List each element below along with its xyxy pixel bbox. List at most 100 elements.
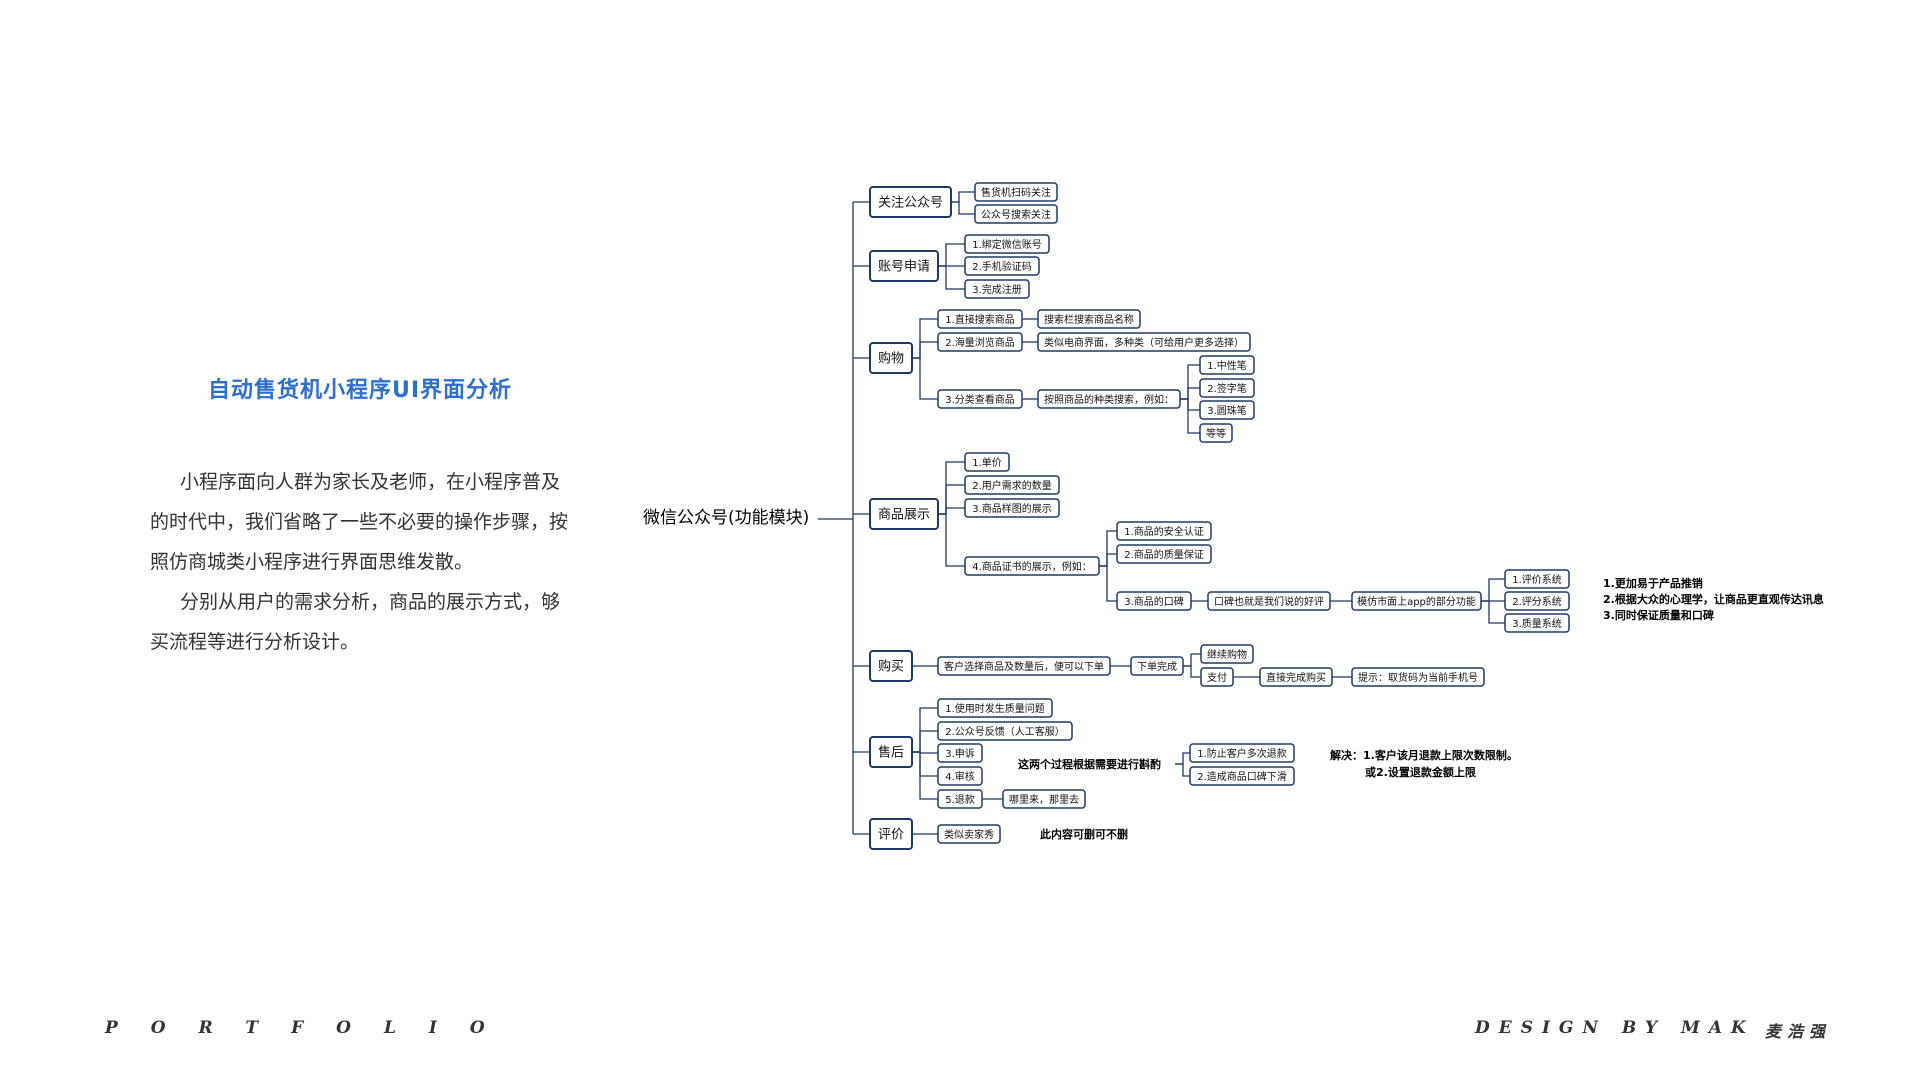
display-system-1: 1.评价系统: [1504, 569, 1570, 589]
buy-order-complete-label: 下单完成: [1137, 660, 1177, 673]
refund-rule-1: 1.防止客户多次退款: [1189, 743, 1295, 763]
shop-category-example-3: 3.圆珠笔: [1199, 400, 1255, 420]
shop-category-example-3-label: 3.圆珠笔: [1207, 404, 1247, 417]
display-cert-2-label: 2.商品的质量保证: [1124, 548, 1204, 561]
connector-line: [1481, 578, 1505, 602]
shop-item-3-label: 3.分类查看商品: [945, 393, 1015, 406]
process-note: 这两个过程根据需要进行斟酌: [1018, 757, 1161, 771]
display-reputation-desc: 口碑也就是我们说的好评: [1207, 591, 1331, 611]
display-item-3-label: 3.商品样图的展示: [972, 502, 1052, 515]
benefit-note-1: 1.更加易于产品推销: [1603, 576, 1703, 590]
shop-category-example-4: 等等: [1199, 423, 1233, 443]
display-system-2-label: 2.评分系统: [1512, 595, 1562, 608]
buy-select-order: 客户选择商品及数量后，便可以下单: [937, 656, 1111, 676]
display-system-2: 2.评分系统: [1504, 591, 1570, 611]
buy-select-order-label: 客户选择商品及数量后，便可以下单: [944, 660, 1104, 673]
branch-6-label: 售后: [878, 745, 904, 761]
shop-item-2-label: 2.海量浏览商品: [945, 336, 1015, 349]
display-cert-3: 3.商品的口碑: [1116, 591, 1192, 611]
review-note: 此内容可删可不删: [1040, 827, 1128, 841]
shop-item-1-label: 1.直接搜索商品: [945, 313, 1015, 326]
shop-search-desc: 搜索栏搜索商品名称: [1037, 309, 1141, 329]
display-cert-2: 2.商品的质量保证: [1116, 544, 1212, 564]
branch-1: 关注公众号: [869, 186, 952, 218]
connector-line: [912, 730, 938, 753]
account-item-1: 1.绑定微信账号: [964, 234, 1050, 254]
connector-line: [1183, 665, 1201, 678]
connector-line: [938, 461, 965, 515]
display-item-4: 4.商品证书的展示，例如：: [964, 556, 1100, 576]
account-item-2: 2.手机验证码: [964, 256, 1040, 276]
shop-item-3: 3.分类查看商品: [937, 389, 1023, 409]
connector-line: [1175, 763, 1190, 777]
branch-6: 售后: [869, 736, 913, 768]
display-item-1-label: 1.单价: [972, 457, 1002, 469]
branch-7: 评价: [869, 818, 913, 850]
shop-category-desc-label: 按照商品的种类搜索，例如：: [1044, 393, 1174, 406]
buy-pickup-tip-label: 提示：取货码为当前手机号: [1358, 671, 1478, 684]
display-item-4-label: 4.商品证书的展示，例如：: [972, 560, 1092, 573]
refund-rule-2-label: 2.造成商品口碑下滑: [1197, 770, 1287, 783]
branch-4-label: 商品展示: [878, 508, 930, 523]
aftersale-item-4: 4.审核: [937, 766, 983, 786]
display-cert-1: 1.商品的安全认证: [1116, 521, 1212, 541]
display-app-feature-label: 模仿市面上app的部分功能: [1357, 595, 1476, 608]
branch-4: 商品展示: [869, 498, 939, 530]
connector-line: [1099, 530, 1117, 567]
connector-line: [1183, 653, 1201, 667]
footer-design-credit: DESIGN BY MAK: [1475, 1018, 1755, 1038]
branch-2: 账号申请: [869, 250, 939, 282]
aftersale-item-4-label: 4.审核: [945, 770, 975, 783]
aftersale-item-3: 3.申诉: [937, 743, 983, 763]
account-item-3-label: 3.完成注册: [972, 283, 1022, 296]
aftersale-item-5-label: 5.退款: [945, 793, 975, 806]
branch-5: 购买: [869, 650, 913, 682]
connector-line: [1180, 398, 1200, 434]
buy-order-complete: 下单完成: [1130, 656, 1184, 676]
connector-line: [912, 357, 938, 400]
follow-item-1: 售货机扫码关注: [974, 182, 1058, 202]
aftersale-item-1: 1.使用时发生质量问题: [937, 698, 1053, 718]
account-item-1-label: 1.绑定微信账号: [972, 238, 1042, 251]
follow-item-2: 公众号搜索关注: [974, 204, 1058, 224]
shop-category-example-1: 1.中性笔: [1199, 355, 1255, 375]
connector-line: [912, 707, 938, 753]
connector-line: [938, 513, 965, 567]
connector-line: [938, 265, 965, 290]
shop-item-2: 2.海量浏览商品: [937, 332, 1023, 352]
shop-category-example-2: 2.签字笔: [1199, 378, 1255, 398]
display-system-3-label: 3.质量系统: [1512, 617, 1562, 630]
connector-line: [951, 201, 975, 215]
buy-payment: 支付: [1200, 667, 1234, 687]
aftersale-item-2-label: 2.公众号反馈（人工客服）: [945, 725, 1065, 738]
footer-portfolio: PORTFOLIO: [105, 1018, 518, 1038]
buy-purchase-complete-label: 直接完成购买: [1266, 671, 1326, 684]
intro-paragraph-2: 分别从用户的需求分析，商品的展示方式，够买流程等进行分析设计。: [150, 591, 561, 653]
shop-category-example-4-label: 等等: [1206, 427, 1226, 440]
refund-flow-desc: 哪里来，那里去: [1002, 789, 1086, 809]
display-item-2: 2.用户需求的数量: [964, 475, 1060, 495]
connector-line: [912, 751, 938, 777]
account-item-3: 3.完成注册: [964, 279, 1030, 299]
display-system-3: 3.质量系统: [1504, 613, 1570, 633]
shop-search-desc-label: 搜索栏搜索商品名称: [1044, 313, 1134, 326]
connector-line: [1099, 565, 1117, 602]
display-reputation-desc-label: 口碑也就是我们说的好评: [1214, 595, 1324, 608]
display-item-1: 1.单价: [964, 452, 1010, 472]
branch-5-label: 购买: [878, 659, 904, 675]
display-cert-3-label: 3.商品的口碑: [1124, 595, 1184, 608]
aftersale-item-2: 2.公众号反馈（人工客服）: [937, 721, 1073, 741]
connector-line: [1180, 398, 1200, 411]
page-title: 自动售货机小程序UI界面分析: [207, 378, 513, 403]
buy-payment-label: 支付: [1207, 671, 1227, 684]
connector-line: [1180, 364, 1200, 400]
branch-1-label: 关注公众号: [878, 196, 943, 211]
buy-continue-shopping-label: 继续购物: [1207, 648, 1247, 661]
branch-2-label: 账号申请: [878, 260, 930, 275]
intro-text: 小程序面向人群为家长及老师，在小程序普及的时代中，我们省略了一些不必要的操作步骤…: [150, 462, 575, 662]
connector-line: [912, 751, 938, 800]
shop-category-example-2-label: 2.签字笔: [1207, 382, 1247, 395]
display-cert-1-label: 1.商品的安全认证: [1124, 525, 1204, 538]
branch-7-label: 评价: [878, 828, 904, 843]
